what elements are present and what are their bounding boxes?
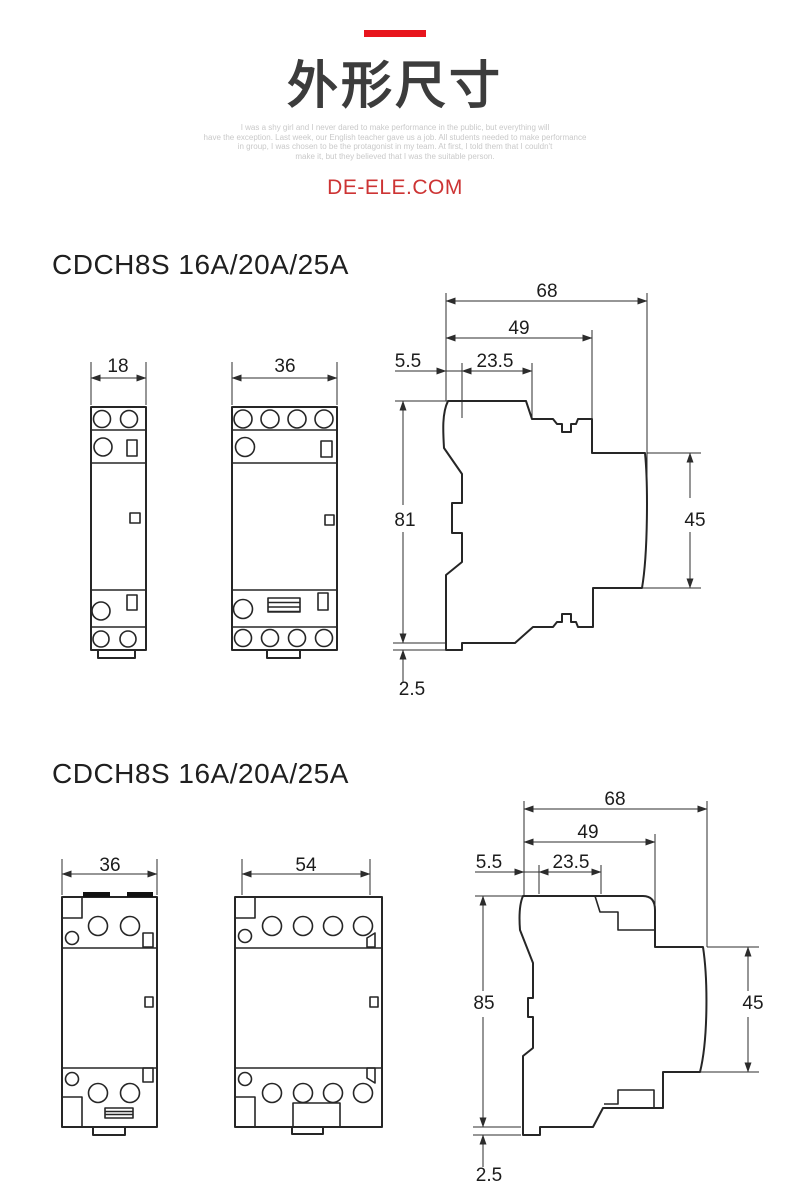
- side-view-85mm: 68 49 5.5 23.5 85 2.5 4: [473, 789, 764, 1186]
- tagline-line: in group, I was chosen to be the protago…: [237, 142, 553, 151]
- brand-text: DE-ELE.COM: [327, 176, 463, 199]
- dimension-85: 85: [473, 895, 525, 1128]
- dim-label-offset: 5.5: [395, 351, 421, 372]
- dim-label-width: 54: [295, 855, 317, 876]
- dimension-81: 81: [394, 400, 448, 644]
- dimension-45: 45: [642, 452, 706, 589]
- dim-label-overall-width: 68: [604, 789, 625, 810]
- dim-label-width: 36: [99, 855, 120, 876]
- accent-bar: [364, 30, 426, 37]
- dimension-18: 18: [90, 356, 147, 405]
- tagline-line: have the exception. Last week, our Engli…: [203, 132, 587, 142]
- dimension-2p5: 2.5: [393, 642, 447, 700]
- dim-label-clip: 23.5: [477, 351, 514, 372]
- front-view-36mm: 36: [231, 356, 338, 659]
- dimension-5p5-23p5: 5.5 23.5: [395, 351, 533, 419]
- dim-label-depth: 45: [742, 993, 763, 1014]
- dim-label-foot: 2.5: [476, 1165, 502, 1186]
- dim-label-width: 36: [274, 356, 295, 377]
- side-view-81mm: 68 49 5.5 23.5 81 2.5 4: [393, 281, 706, 700]
- device-outline: [61, 892, 158, 1136]
- device-outline: [90, 406, 147, 659]
- dim-label-depth: 45: [684, 510, 705, 531]
- front-view-18mm: 18: [90, 356, 147, 659]
- dim-label-clip: 23.5: [553, 852, 590, 873]
- dimension-36: 36: [61, 855, 158, 895]
- dim-label-foot: 2.5: [399, 679, 425, 700]
- model-heading-1: CDCH8S 16A/20A/25A: [52, 249, 349, 280]
- tagline-paragraph: I was a shy girl and I never dared to ma…: [0, 123, 790, 161]
- tagline-line: I was a shy girl and I never dared to ma…: [240, 123, 550, 132]
- dimension-2p5: 2.5: [473, 1126, 521, 1186]
- front-view-36mm-4pole: 36: [61, 855, 158, 1136]
- dim-label-body-width: 49: [508, 318, 529, 339]
- device-outline: [442, 400, 648, 651]
- dim-label-offset: 5.5: [476, 852, 502, 873]
- dimension-54: 54: [241, 855, 371, 895]
- device-outline: [518, 895, 708, 1136]
- front-view-54mm: 54: [234, 855, 383, 1135]
- dim-label-height: 81: [394, 510, 415, 531]
- dimension-36: 36: [231, 356, 338, 405]
- dim-label-body-width: 49: [577, 822, 598, 843]
- dimension-68: 68: [523, 789, 708, 947]
- dimension-49: 49: [445, 318, 593, 419]
- device-outline: [231, 406, 338, 659]
- dimension-45: 45: [700, 946, 764, 1073]
- dim-label-height: 85: [473, 993, 494, 1014]
- device-outline: [234, 896, 383, 1135]
- model-heading-2: CDCH8S 16A/20A/25A: [52, 758, 349, 789]
- dim-label-width: 18: [107, 356, 128, 377]
- tagline-line: make it, but they believed that I was th…: [295, 151, 495, 161]
- dimension-68: 68: [445, 281, 648, 518]
- dimension-5p5-23p5: 5.5 23.5: [475, 852, 602, 894]
- page-title: 外形尺寸: [286, 57, 503, 114]
- dimension-49: 49: [523, 822, 656, 907]
- dim-label-overall-width: 68: [536, 281, 557, 302]
